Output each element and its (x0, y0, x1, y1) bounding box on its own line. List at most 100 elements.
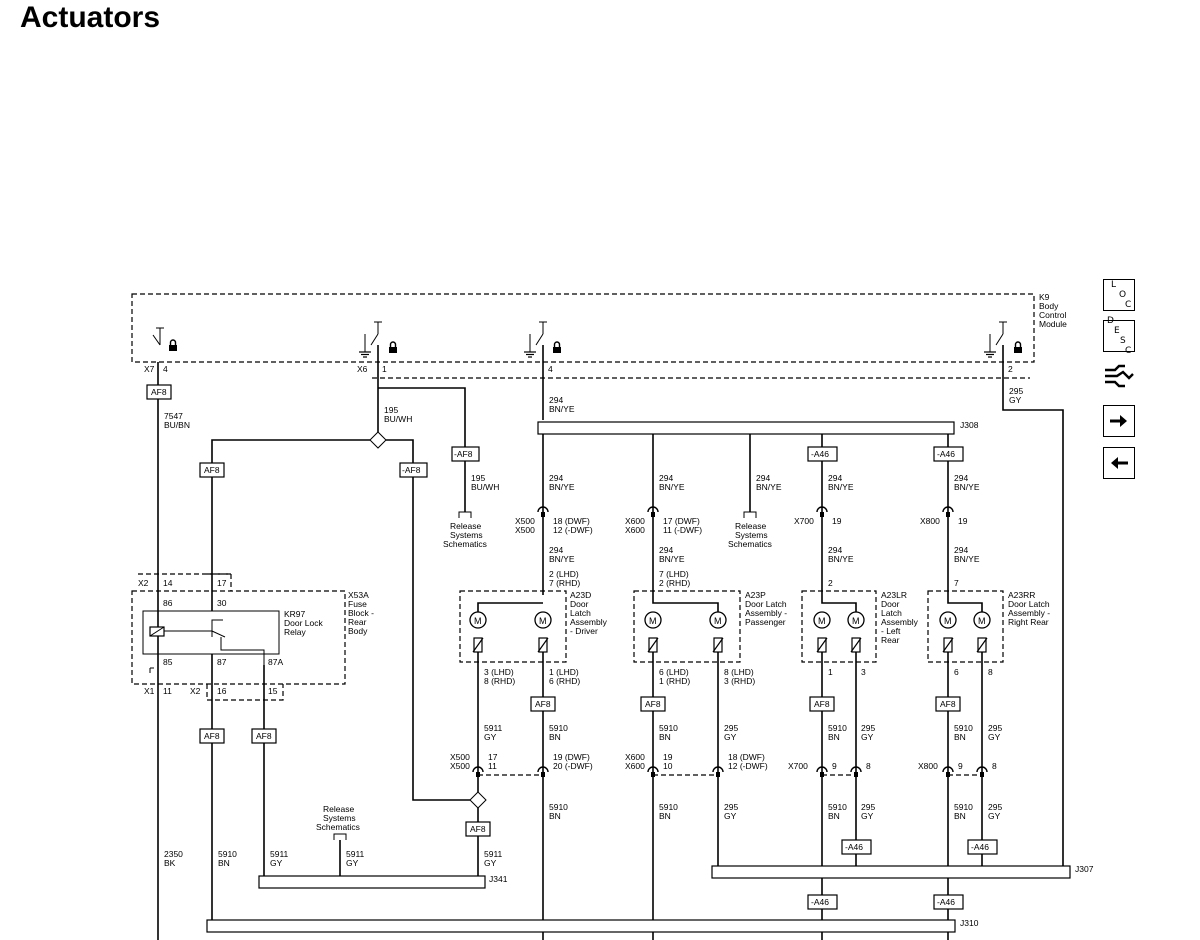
svg-text:1 (RHD): 1 (RHD) (659, 676, 690, 686)
svg-text:-A46: -A46 (971, 842, 989, 852)
svg-text:X600: X600 (625, 525, 645, 535)
svg-text:BN: BN (218, 858, 230, 868)
svg-text:3 (LHD): 3 (LHD) (484, 667, 514, 677)
svg-text:294: 294 (549, 545, 563, 555)
svg-text:X2: X2 (190, 686, 201, 696)
svg-text:BN/YE: BN/YE (549, 404, 575, 414)
svg-text:295: 295 (861, 723, 875, 733)
svg-text:5911: 5911 (484, 849, 503, 859)
svg-text:M: M (944, 616, 952, 626)
svg-text:5910: 5910 (549, 723, 568, 733)
loc-button[interactable]: L O C (1103, 279, 1135, 311)
svg-text:6: 6 (954, 667, 959, 677)
svg-text:Door: Door (881, 599, 900, 609)
svg-text:-A46: -A46 (811, 897, 829, 907)
svg-text:Body: Body (348, 626, 368, 636)
svg-text:-A46: -A46 (811, 449, 829, 459)
svg-text:294: 294 (828, 473, 842, 483)
svg-text:Module: Module (1039, 319, 1067, 329)
previous-arrow-icon (1111, 457, 1128, 469)
svg-text:GY: GY (988, 732, 1001, 742)
svg-text:X500: X500 (450, 761, 470, 771)
svg-text:BN/YE: BN/YE (659, 554, 685, 564)
svg-text:Systems: Systems (323, 813, 356, 823)
svg-text:5910: 5910 (954, 802, 973, 812)
bcm-switch-pin4 (523, 321, 562, 358)
svg-text:8: 8 (866, 761, 871, 771)
previous-button[interactable] (1103, 447, 1135, 479)
svg-text:294: 294 (659, 545, 673, 555)
svg-text:2350: 2350 (164, 849, 183, 859)
svg-text:J307: J307 (1075, 864, 1094, 874)
svg-text:AF8: AF8 (535, 699, 551, 709)
connector-button[interactable] (1103, 360, 1135, 392)
svg-text:5910: 5910 (218, 849, 237, 859)
svg-text:X53A: X53A (348, 590, 369, 600)
svg-text:30: 30 (217, 598, 227, 608)
svg-text:Assembly: Assembly (881, 617, 919, 627)
svg-text:X7: X7 (144, 364, 155, 374)
svg-text:BN: BN (954, 732, 966, 742)
svg-text:295: 295 (988, 802, 1002, 812)
svg-text:BN/YE: BN/YE (659, 482, 685, 492)
svg-text:X800: X800 (920, 516, 940, 526)
svg-text:294: 294 (828, 545, 842, 555)
svg-text:BK: BK (164, 858, 176, 868)
svg-text:J341: J341 (489, 874, 508, 884)
desc-button[interactable]: D E S C (1103, 316, 1135, 356)
svg-text:Latch: Latch (570, 608, 591, 618)
svg-text:Schematics: Schematics (728, 539, 772, 549)
svg-text:X500: X500 (515, 516, 535, 526)
svg-text:M: M (474, 616, 482, 626)
next-button[interactable] (1103, 405, 1135, 437)
svg-text:BN/YE: BN/YE (828, 554, 854, 564)
svg-text:BN: BN (828, 811, 840, 821)
svg-text:Release: Release (323, 804, 354, 814)
k9-label: K9 (1039, 292, 1050, 302)
bcm-switch-x6 (358, 321, 398, 358)
svg-text:Passenger: Passenger (745, 617, 786, 627)
svg-text:BN: BN (549, 732, 561, 742)
svg-text:295: 295 (724, 802, 738, 812)
svg-text:BN/YE: BN/YE (549, 482, 575, 492)
svg-text:20 (-DWF): 20 (-DWF) (553, 761, 593, 771)
svg-text:17 (DWF): 17 (DWF) (663, 516, 700, 526)
svg-text:7: 7 (954, 578, 959, 588)
svg-text:X600: X600 (625, 516, 645, 526)
svg-text:-AF8: -AF8 (402, 465, 421, 475)
svg-text:BN: BN (549, 811, 561, 821)
svg-text:5910: 5910 (828, 723, 847, 733)
svg-text:2: 2 (1008, 364, 1013, 374)
svg-text:8: 8 (992, 761, 997, 771)
svg-text:2 (LHD): 2 (LHD) (549, 569, 579, 579)
svg-text:19: 19 (663, 752, 673, 762)
svg-text:- Left: - Left (881, 626, 901, 636)
svg-text:BN: BN (954, 811, 966, 821)
svg-text:AF8: AF8 (204, 731, 220, 741)
svg-text:5910: 5910 (954, 723, 973, 733)
svg-text:294: 294 (954, 473, 968, 483)
svg-text:Release: Release (450, 521, 481, 531)
svg-text:1 (LHD): 1 (LHD) (549, 667, 579, 677)
svg-text:BN: BN (659, 811, 671, 821)
svg-text:294: 294 (756, 473, 770, 483)
bcm-switch-x7 (152, 327, 178, 352)
svg-text:AF8: AF8 (151, 387, 167, 397)
svg-text:M: M (714, 616, 722, 626)
svg-text:195: 195 (384, 405, 398, 415)
svg-text:-A46: -A46 (937, 449, 955, 459)
svg-text:X700: X700 (794, 516, 814, 526)
svg-text:9: 9 (958, 761, 963, 771)
svg-text:2: 2 (828, 578, 833, 588)
svg-text:X800: X800 (918, 761, 938, 771)
svg-text:18 (DWF): 18 (DWF) (553, 516, 590, 526)
svg-text:GY: GY (861, 732, 874, 742)
svg-text:AF8: AF8 (256, 731, 272, 741)
svg-text:17: 17 (488, 752, 498, 762)
svg-text:GY: GY (484, 732, 497, 742)
svg-text:KR97: KR97 (284, 609, 306, 619)
svg-text:Door Latch: Door Latch (745, 599, 787, 609)
svg-text:15: 15 (268, 686, 278, 696)
svg-text:GY: GY (1009, 395, 1022, 405)
